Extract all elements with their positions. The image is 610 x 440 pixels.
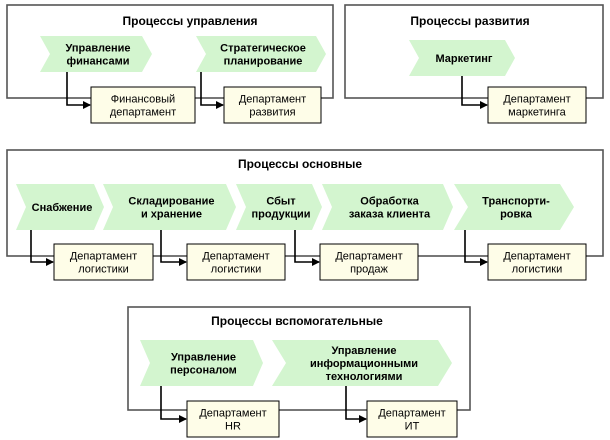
group-title: Процессы вспомогательные xyxy=(211,314,383,328)
department-box xyxy=(53,243,154,281)
process-chevron xyxy=(272,340,452,386)
department-box xyxy=(366,400,458,438)
process-label-line-0: Снабжение xyxy=(32,202,93,214)
department-label-line-0: Департамент xyxy=(503,94,570,106)
connector-arrow xyxy=(294,230,320,266)
department-label-line-0: Департамент xyxy=(199,408,266,420)
process-chevron xyxy=(16,184,104,230)
connector-arrow xyxy=(200,72,224,109)
process-label-line-1: продукции xyxy=(252,209,311,221)
process-label-line-0: Стратегическое xyxy=(220,43,306,55)
department-label-line-1: логистики xyxy=(78,264,128,276)
department-box xyxy=(487,243,587,281)
connector-arrow xyxy=(30,230,54,266)
process-chevron xyxy=(322,184,453,230)
department-label-line-0: Финансовый xyxy=(111,94,175,106)
connector-arrow xyxy=(160,386,187,423)
process-label-line-1: ровка xyxy=(500,209,533,221)
process-label-line-1: персоналом xyxy=(170,365,237,377)
department-label-line-0: Департамент xyxy=(378,408,445,420)
department-label-line-1: маркетинга xyxy=(508,107,567,119)
department-label-line-1: продаж xyxy=(350,264,388,276)
department-box xyxy=(319,243,419,281)
department-label-line-1: департамент xyxy=(110,107,176,119)
department-box xyxy=(487,86,587,124)
connector-arrow xyxy=(345,386,367,423)
department-label-line-1: HR xyxy=(225,421,241,433)
department-box xyxy=(186,243,286,281)
process-label-line-1: и хранение xyxy=(141,209,202,221)
group-frame xyxy=(127,306,471,411)
department-label-line-1: ИТ xyxy=(405,421,420,433)
department-label-line-0: Департамент xyxy=(335,251,402,263)
process-chevron xyxy=(409,40,515,76)
group-frame xyxy=(344,4,604,99)
department-label-line-0: Департамент xyxy=(239,94,306,106)
department-label-line-1: логистики xyxy=(512,264,562,276)
department-label-line-0: Департамент xyxy=(70,251,137,263)
connector-arrow xyxy=(461,76,488,109)
connector-arrow xyxy=(464,230,488,266)
process-label-line-1: финансами xyxy=(66,56,129,68)
group-frame xyxy=(6,149,604,257)
department-box xyxy=(223,86,322,124)
group-title: Процессы основные xyxy=(238,157,362,171)
process-chevron xyxy=(103,184,236,230)
group-title: Процессы управления xyxy=(122,14,257,28)
connector-arrow xyxy=(160,230,187,266)
process-label-line-0: Транспорти- xyxy=(482,196,550,208)
department-label-line-1: логистики xyxy=(211,264,261,276)
process-chevron xyxy=(40,36,152,72)
department-label-line-0: Департамент xyxy=(202,251,269,263)
process-chevron xyxy=(196,36,326,72)
process-label-line-0: Маркетинг xyxy=(436,53,493,65)
process-group-2: Процессы основныеДепартаментлогистикиСна… xyxy=(6,149,604,281)
process-label-line-2: технологиями xyxy=(326,371,403,383)
process-label-line-0: Складирование xyxy=(128,196,214,208)
process-chevron xyxy=(454,184,574,230)
process-group-3: Процессы вспомогательныеДепартаментHRУпр… xyxy=(127,306,471,438)
group-title: Процессы развития xyxy=(410,14,529,28)
process-label-line-0: Управление xyxy=(331,345,396,357)
process-label-line-1: информационными xyxy=(310,358,418,370)
process-label-line-0: Управление xyxy=(65,43,130,55)
process-chevron xyxy=(140,340,263,386)
department-label-line-0: Департамент xyxy=(503,251,570,263)
department-box xyxy=(186,400,280,438)
department-box xyxy=(90,86,196,124)
department-label-line-1: развития xyxy=(249,107,295,119)
process-label-line-1: заказа клиента xyxy=(349,209,431,221)
process-group-0: Процессы управленияФинансовыйдепартамент… xyxy=(6,4,334,124)
connector-arrow xyxy=(66,72,91,109)
process-label-line-0: Сбыт xyxy=(266,196,296,208)
process-label-line-1: планирование xyxy=(224,56,303,68)
process-chevron xyxy=(236,184,322,230)
process-label-line-0: Управление xyxy=(171,352,236,364)
process-label-line-0: Обработка xyxy=(360,196,419,208)
